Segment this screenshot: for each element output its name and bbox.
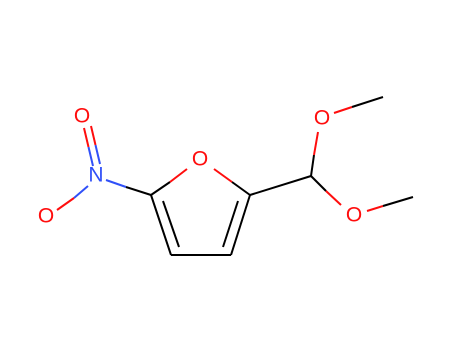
bond-ch-o-lower-c (310, 175, 327, 192)
atom-label-nitro-oxygen-bottom: O (38, 205, 54, 228)
bond-c3-c2-inner (222, 200, 239, 248)
bond-n-o-upper-b-o (90, 125, 97, 146)
atom-labels: O N O O O O (38, 105, 362, 228)
bond-o-upper-methyl-c (351, 96, 384, 108)
atom-label-ring-oxygen: O (192, 148, 208, 171)
atom-label-nitro-oxygen-top: O (74, 105, 90, 128)
bond-c5-o1-c (150, 181, 171, 196)
bonds (56, 96, 414, 256)
bond-c2-ch (249, 175, 312, 196)
bond-n-o-upper-a-n (87, 146, 94, 167)
bond-c5-c4-inner (162, 200, 180, 248)
atom-label-methoxy-oxygen-bottom: O (346, 204, 362, 227)
bond-ch-o-upper-o (313, 131, 319, 156)
bond-n-o-upper-b-n (94, 144, 101, 165)
atom-label-nitro-nitrogen: N (88, 164, 103, 187)
bond-c5-o1-o (169, 168, 188, 183)
bond-n-o-lower-n (73, 185, 89, 199)
bond-ch-o-lower-o (325, 190, 342, 206)
bond-o-upper-methyl-o (333, 106, 353, 114)
bond-o1-c2-o (213, 168, 233, 183)
bond-o-lower-methyl-o (366, 205, 384, 212)
bond-o1-c2-c (231, 181, 251, 196)
bond-o-lower-methyl-c (382, 196, 414, 207)
atom-label-methoxy-oxygen-top: O (314, 107, 330, 130)
bond-c5-c4-outer (150, 194, 172, 256)
bond-n-c5-c (125, 186, 152, 196)
bond-ch-o-upper-c (310, 154, 315, 177)
bond-n-c5-n (105, 179, 127, 188)
bond-c3-c2-outer (230, 194, 251, 256)
bond-n-o-upper-a-o (83, 127, 90, 148)
bond-n-o-lower-o (56, 197, 75, 211)
